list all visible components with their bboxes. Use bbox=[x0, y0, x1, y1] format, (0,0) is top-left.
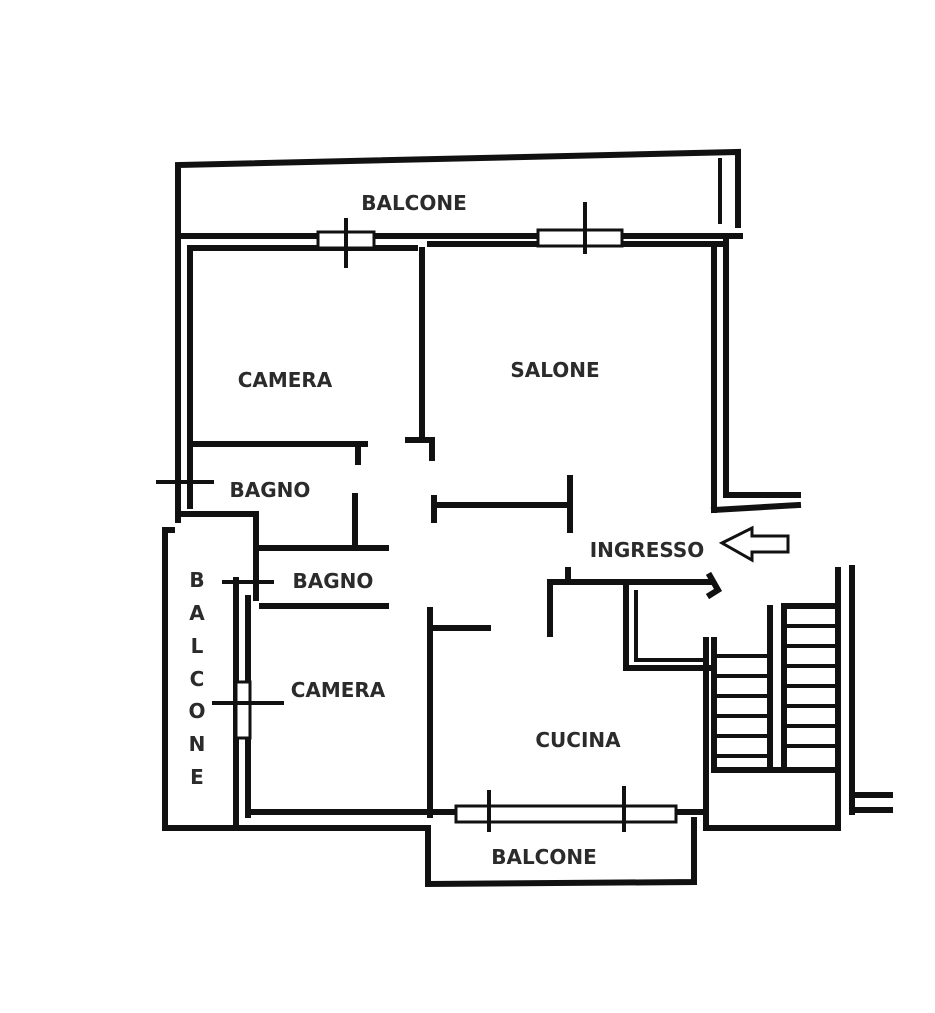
interior-walls bbox=[177, 247, 723, 818]
balcone-bottom-area bbox=[237, 786, 708, 888]
stairwell bbox=[703, 565, 893, 831]
balcone-letter: A bbox=[189, 601, 205, 625]
label-camera-1: CAMERA bbox=[238, 368, 333, 392]
label-salone: SALONE bbox=[510, 358, 599, 382]
label-bagno-1: BAGNO bbox=[230, 478, 311, 502]
balcone-letter: C bbox=[190, 667, 205, 691]
balcone-letter: E bbox=[190, 765, 204, 789]
balcone-letter: N bbox=[189, 732, 206, 756]
label-balcone-top: BALCONE bbox=[361, 191, 467, 215]
balcone-left-area bbox=[162, 527, 284, 831]
label-balcone-left: B A L C O N E bbox=[188, 568, 205, 789]
arrow-left-icon bbox=[718, 525, 790, 563]
balcone-letter: L bbox=[191, 634, 204, 658]
label-camera-2: CAMERA bbox=[291, 678, 386, 702]
label-balcone-bottom: BALCONE bbox=[491, 845, 597, 869]
balcone-letter: B bbox=[189, 568, 204, 592]
balcone-letter: O bbox=[188, 699, 205, 723]
label-cucina: CUCINA bbox=[535, 728, 621, 752]
label-ingresso: INGRESSO bbox=[590, 538, 705, 562]
label-bagno-2: BAGNO bbox=[293, 569, 374, 593]
balcone-top-area bbox=[175, 148, 741, 233]
outer-walls bbox=[156, 202, 802, 523]
